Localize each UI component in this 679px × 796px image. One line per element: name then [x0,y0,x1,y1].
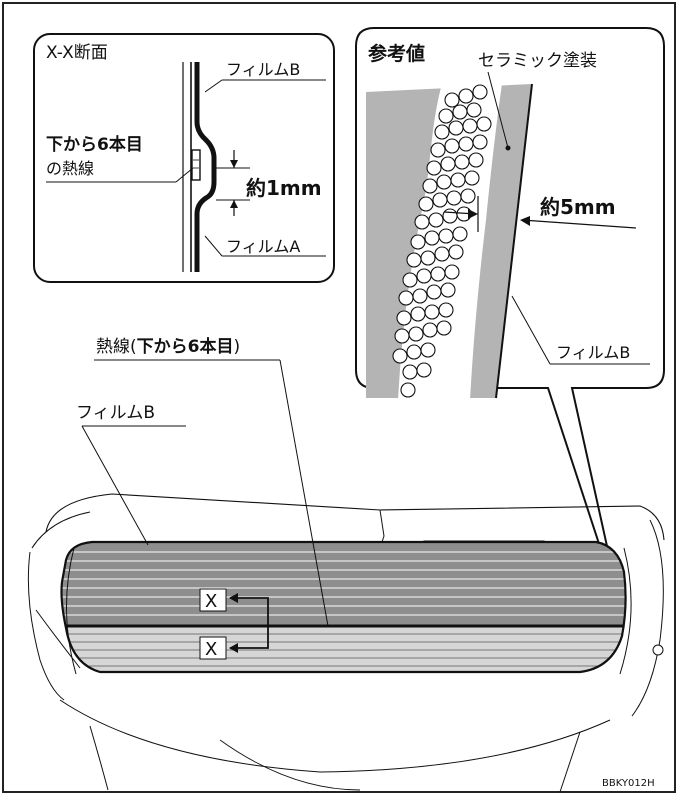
film-b-label-main: フィルムB [76,403,155,423]
reference-title: 参考値 [368,42,425,65]
wire-label-rest: の熱線 [46,159,94,178]
film-b-label-right: フィルムB [556,343,630,362]
x-marker-top-box [199,588,227,612]
inset-frame [33,33,335,283]
x-marker-top: X [205,591,217,612]
rear-window-view: X X フィルムB 熱線(下から6本目) [27,336,665,793]
distance-label: 約5mm [540,195,616,219]
heat-wire-label: 熱線(下から6本目) [96,336,240,357]
reference-inset: 参考値 セラミック塗装 約5mm フィルムB [355,27,665,615]
film-b-label-left: フィルムB [226,60,300,79]
film-b-layer [194,62,217,272]
gap-dimension-label: 約1mm [246,176,322,200]
film-a-label: フィルムA [226,237,300,256]
inset-title: X-X断面 [46,43,108,63]
heat-wire-section [191,149,201,181]
wire-label-bold: 下から6本目 [46,134,143,155]
film-b-edge [495,83,533,399]
x-marker-bottom-box [199,636,227,660]
figure-code: BBKY012H [602,778,655,789]
section-bracket [230,597,269,649]
film-area [61,542,626,672]
ceramic-label: セラミック塗装 [478,50,597,71]
ceramic-dots [392,82,504,398]
window-outline [60,540,627,674]
cross-section-inset: X-X断面 約1mm フィルムB フィルムA 下から6本目 の熱線 [33,33,335,283]
x-marker-bottom: X [205,639,217,660]
